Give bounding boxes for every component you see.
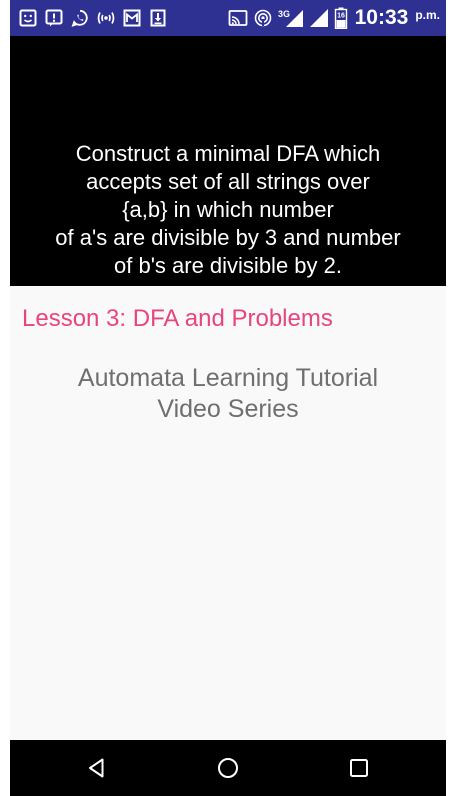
battery-icon: 16 — [334, 7, 348, 29]
network-label: 3G — [278, 9, 290, 19]
home-button[interactable] — [198, 740, 258, 796]
whatsapp-icon — [70, 8, 90, 28]
cast-icon — [228, 8, 248, 28]
network-3g-icon: 3G — [278, 8, 304, 28]
status-bar: 3G 16 10:33 p.m. — [10, 0, 446, 36]
recents-button[interactable] — [329, 740, 389, 796]
lesson-title: Lesson 3: DFA and Problems — [22, 305, 333, 332]
video-caption: Construct a minimal DFA which accepts se… — [10, 140, 446, 280]
download-icon — [148, 8, 168, 28]
back-button[interactable] — [67, 740, 127, 796]
caption-line: {a,b} in which number — [122, 197, 334, 222]
signal-icon — [309, 8, 329, 28]
series-title: Automata Learning Tutorial Video Series — [10, 363, 446, 425]
series-title-line: Video Series — [157, 395, 299, 423]
home-icon — [217, 758, 238, 778]
caption-line: of a's are divisible by 3 and number — [55, 225, 401, 250]
back-icon — [89, 758, 104, 778]
keyboard-face-icon — [18, 8, 38, 28]
series-title-line: Automata Learning Tutorial — [77, 364, 379, 392]
phone-screen: 3G 16 10:33 p.m. Construct a minimal DFA… — [10, 0, 446, 796]
system-icons: 3G 16 10:33 p.m. — [228, 6, 440, 30]
navigation-bar — [10, 740, 446, 796]
recents-icon — [349, 759, 368, 777]
battery-label: 16 — [337, 13, 345, 20]
status-clock: 10:33 — [354, 6, 409, 29]
caption-line: accepts set of all strings over — [86, 169, 370, 194]
notification-icons — [18, 8, 168, 28]
caption-line: Construct a minimal DFA which — [75, 141, 381, 166]
gmail-icon — [122, 8, 142, 28]
radio-signal-icon — [96, 8, 116, 28]
status-clock-suffix: p.m. — [415, 8, 440, 22]
video-player[interactable]: Construct a minimal DFA which accepts se… — [10, 36, 446, 286]
caption-line: of b's are divisible by 2. — [114, 253, 342, 278]
alert-icon — [44, 8, 64, 28]
hotspot-icon — [253, 8, 273, 28]
